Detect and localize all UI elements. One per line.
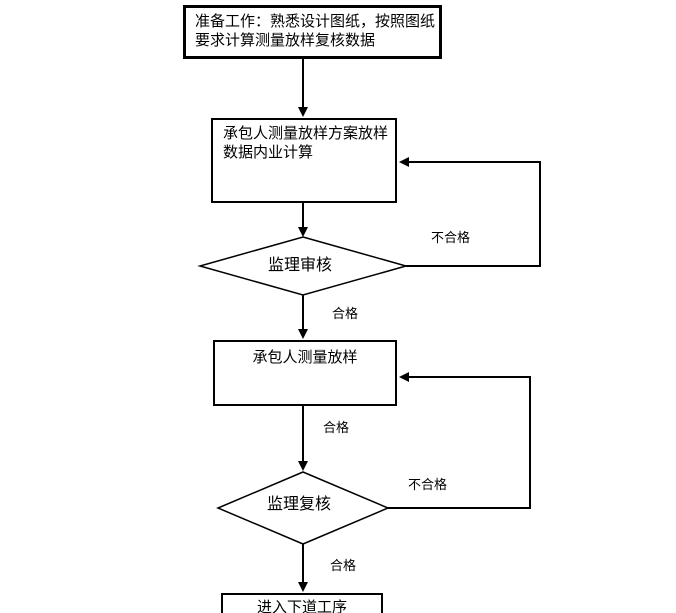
edge-label-fail-recheck: 不合格 [408,477,448,492]
node-prepare: 准备工作：熟悉设计图纸，按照图纸要求计算测量放样复核数据 [183,5,442,59]
arrowhead-down-into-calc [298,107,308,117]
node-contractor-layout-label: 承包人测量放样 [252,349,358,366]
edge-recheck-fail-loop [388,376,531,509]
node-next-step-label: 进入下道工序 [256,599,347,613]
edge-label-fail-review: 不合格 [431,230,471,245]
arrowhead-left-into-layout [399,372,409,382]
arrowhead-left-into-calc [399,157,409,167]
arrowhead-down-into-layout [298,329,308,339]
edge-label-pass-recheck: 合格 [330,558,357,573]
decision-supervisor-recheck-label: 监理复核 [266,496,332,513]
edge-label-pass-layout: 合格 [323,420,350,435]
node-next-step: 进入下道工序 [221,593,383,613]
decision-supervisor-review-label: 监理审核 [267,257,333,274]
edge-label-pass-review: 合格 [332,306,359,321]
arrowhead-down-into-next [298,582,308,592]
node-contractor-calc-label: 承包人测量放样方案放样数据内业计算 [223,125,389,161]
decision-supervisor-recheck-shape [216,471,390,545]
node-contractor-layout: 承包人测量放样 [213,340,397,406]
edge-review-fail-loop [406,161,541,267]
arrowhead-down-into-recheck [298,461,308,471]
arrowhead-down-into-review [298,227,308,237]
decision-supervisor-review-shape [197,236,409,296]
node-prepare-label: 准备工作：熟悉设计图纸，按照图纸要求计算测量放样复核数据 [195,13,436,49]
node-contractor-calc: 承包人测量放样方案放样数据内业计算 [211,118,397,203]
